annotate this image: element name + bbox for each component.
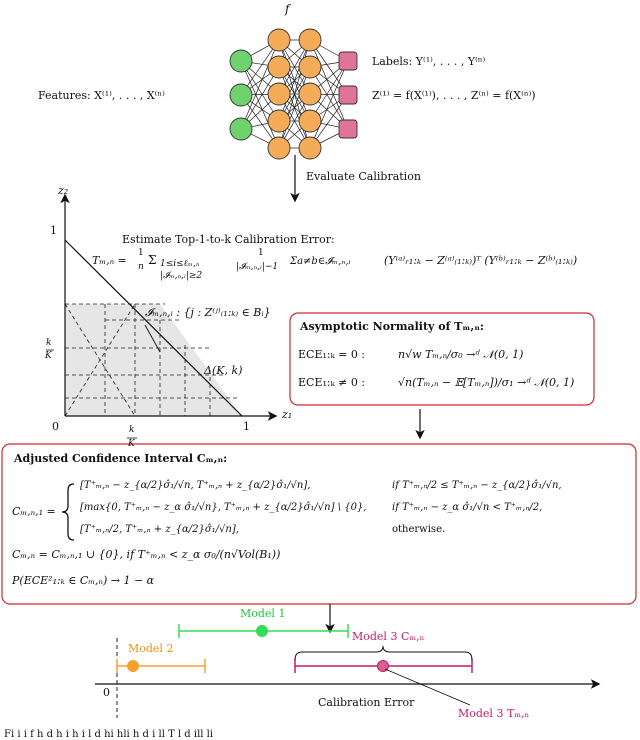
interval-line2: Cₘ,ₙ = Cₘ,ₙ,₁ ∪ {0}, if T⁺ₘ,ₙ < z_α σ₀/(… [12, 548, 281, 561]
asymptotic-line2-lhs: ECE₁:ₖ ≠ 0 : [298, 376, 366, 389]
estimate-sum1-sub2: |𝓘ₘ,ₙ,ᵢ|≥2 [160, 271, 203, 281]
origin-zero: 0 [52, 420, 59, 433]
interval-box [1, 443, 637, 605]
hidden-node [267, 109, 291, 133]
region-label: 𝓘ₘ,ₙ,ᵢ : {j : Z⁽ʲ⁾₍₁:ₖ₎ ∈ Bᵢ} [145, 306, 271, 319]
neural-network [229, 28, 358, 160]
output-node [338, 119, 358, 139]
interval-case1-cond: if T⁺ₘ,ₙ/2 ≤ T⁺ₘ,ₙ − z_{α/2}σ̂₁/√n, [392, 480, 562, 491]
dashed-grid [64, 303, 240, 417]
evaluate-calibration-label: Evaluate Calibration [306, 170, 421, 183]
estimate-frac2-den: |𝓘ₘ,ₙ,ᵢ|−1 [236, 262, 279, 272]
z1-k-tick-num: k [129, 425, 135, 435]
model-3-pointer [384, 668, 471, 706]
estimate-sum1-sub: 1≤i≤ℓₘ,ₙ [160, 259, 200, 269]
model-3-point [377, 660, 389, 672]
hidden-node [298, 55, 322, 79]
asymptotic-title: Asymptotic Normality of Tₘ,ₙ: [300, 320, 484, 333]
shaded-region [65, 304, 242, 416]
z1-axis-label: z₁ [282, 408, 293, 421]
delta-label: Δ(K, k) [204, 364, 243, 377]
network-edge [240, 66, 280, 130]
network-nodes [229, 28, 358, 160]
interval-case3: [T⁺ₘ,ₙ/2, T⁺ₘ,ₙ + z_{α/2}σ̂₁/√n], [80, 524, 239, 535]
hidden-node [298, 109, 322, 133]
model-3-brace [294, 645, 473, 661]
z2-one-tick: 1 [50, 224, 57, 237]
interval-case3-cond: otherwise. [392, 524, 446, 535]
input-node [229, 49, 253, 73]
model-2-label: Model 2 [128, 642, 174, 655]
estimate-sum1: Σ [148, 253, 157, 267]
network-edge [309, 60, 349, 149]
model-3-interval-label: Model 3 Cₘ,ₙ [352, 630, 425, 643]
function-label: f [285, 2, 290, 16]
interval-case2-cond: if T⁺ₘ,ₙ − z_α σ̂₁/√n < T⁺ₘ,ₙ/2, [392, 502, 543, 513]
figure-caption-fragment: Fi i i f h d h i h i l d hi hli h d i ll… [4, 729, 214, 740]
network-edge [240, 60, 280, 122]
asymptotic-line2-rhs: √n(Tₘ,ₙ − 𝔼[Tₘ,ₙ])/σ₁ →ᵈ 𝒩(0, 1) [398, 376, 575, 389]
hidden-node [298, 28, 322, 52]
interval-case2: [max{0, T⁺ₘ,ₙ − z_α σ̂₁/√n}, T⁺ₘ,ₙ + z_{… [80, 502, 367, 513]
hidden-node [267, 82, 291, 106]
estimate-formula-tail: (Y⁽ᵃ⁾ᵣ₁:ₖ − Z⁽ᵃ⁾₍₁:ₖ₎)ᵀ (Y⁽ᵇ⁾ᵣ₁:ₖ − Z⁽ᵇ⁾… [384, 254, 578, 267]
interval-case1: [T⁺ₘ,ₙ − z_{α/2}σ̂₁/√n, T⁺ₘ,ₙ + z_{α/2}σ… [80, 480, 311, 491]
model-intervals [95, 624, 601, 718]
estimate-formula-lhs: Tₘ,ₙ = [92, 254, 127, 267]
simplex-plot [46, 193, 278, 439]
network-edge [240, 60, 280, 149]
labels-label: Labels: Y⁽¹⁾, . . . , Y⁽ⁿ⁾ [372, 55, 486, 68]
z2-k-tick-num: k [46, 338, 52, 348]
network-edge [309, 39, 349, 130]
model-2-point [127, 660, 139, 672]
network-edges [240, 39, 349, 149]
hidden-node [267, 136, 291, 160]
output-node [338, 85, 358, 105]
estimate-frac-num: 1 [138, 248, 144, 258]
asymptotic-box [289, 312, 595, 406]
estimate-sum2: Σa≠b∈𝓘ₘ,ₙ,ᵢ [290, 256, 351, 267]
model-1-point [256, 625, 268, 637]
network-edge [309, 60, 349, 122]
predictions-label: Z⁽¹⁾ = f(X⁽¹⁾), . . . , Z⁽ⁿ⁾ = f(X⁽ⁿ⁾) [372, 89, 536, 102]
model-1-interval [178, 624, 349, 638]
estimate-frac-den: n [138, 262, 144, 272]
input-node [229, 117, 253, 141]
asymptotic-line1-lhs: ECE₁:ₖ = 0 : [298, 348, 366, 361]
network-edge [240, 39, 280, 130]
hidden-node [298, 82, 322, 106]
hidden-node [267, 28, 291, 52]
hidden-node [298, 136, 322, 160]
z2-k-tick-den: K [45, 351, 52, 361]
hidden-node [267, 55, 291, 79]
estimate-frac2-num: 1 [258, 248, 264, 258]
region-leader-line [144, 324, 161, 353]
features-label: Features: X⁽¹⁾, . . . , X⁽ⁿ⁾ [38, 89, 165, 102]
simplex-hypotenuse [64, 239, 243, 417]
axis-zero-label: 0 [103, 686, 110, 699]
interval-title: Adjusted Confidence Interval Cₘ,ₙ: [14, 452, 228, 465]
asymptotic-line1-rhs: n√w Tₘ,ₙ/σ₀ →ᵈ 𝒩(0, 1) [398, 348, 524, 361]
model-2-interval [116, 659, 206, 673]
calibration-error-axis-label: Calibration Error [318, 696, 415, 709]
network-edge [278, 66, 311, 149]
input-node [229, 83, 253, 107]
network-edge [278, 39, 311, 122]
z2-axis-label: z₂ [58, 184, 69, 197]
estimate-title: Estimate Top-1-to-k Calibration Error: [122, 233, 335, 246]
output-node [338, 51, 358, 71]
model-3-interval [294, 659, 473, 673]
model-1-label: Model 1 [240, 607, 286, 620]
model-3-estimate-label: Model 3 Tₘ,ₙ [458, 707, 530, 720]
z1-k-tick-den: K [128, 439, 135, 449]
case-brace [61, 483, 75, 541]
interval-line3: P(ECE²₁:ₖ ∈ Cₘ,ₙ) → 1 − α [12, 574, 155, 587]
interval-lhs: Cₘ,ₙ,₁ = [12, 505, 56, 518]
z1-one-tick: 1 [243, 420, 250, 433]
network-edge [309, 66, 349, 130]
